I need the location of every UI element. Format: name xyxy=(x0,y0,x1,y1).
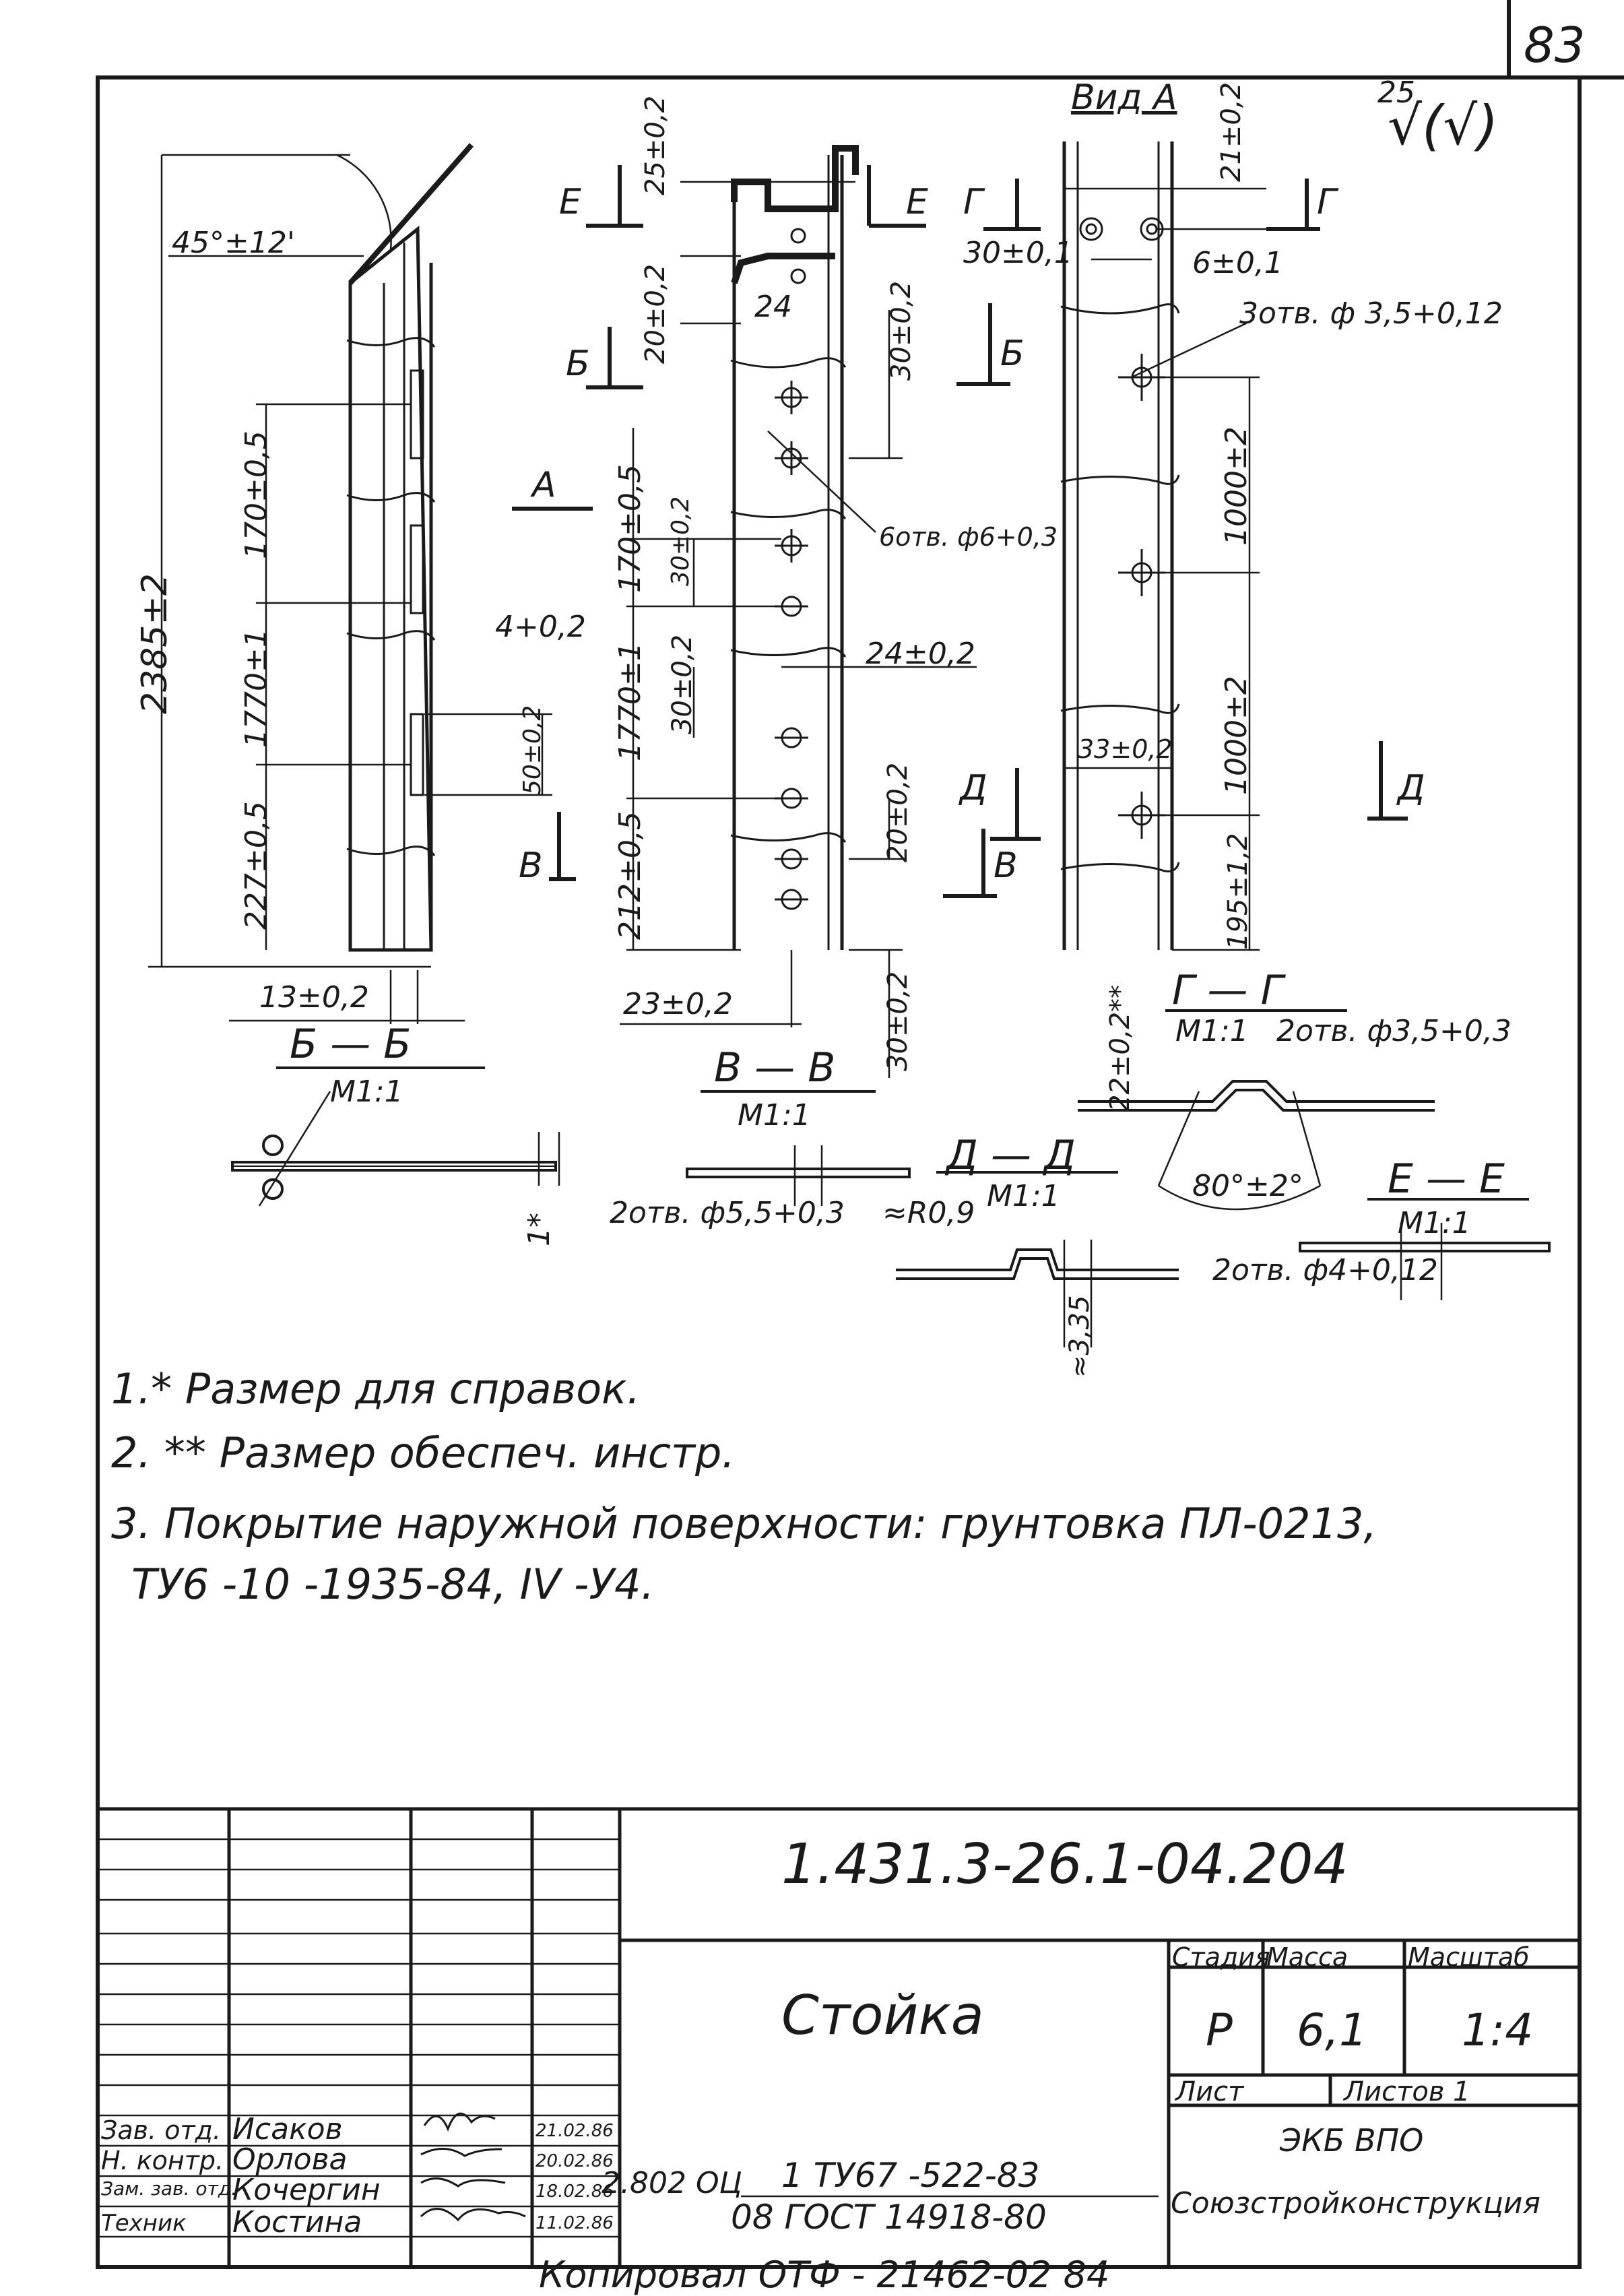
part-name: Стойка xyxy=(781,1984,984,2047)
scale-header: Масштаб xyxy=(1408,1942,1530,1972)
dim-1000-b: 1000±2 xyxy=(1219,676,1254,795)
section-mark-g-right: Г xyxy=(1317,182,1336,222)
note-3: 3. Покрытие наружной поверхности: грунто… xyxy=(111,1499,1377,1548)
name-4: Костина xyxy=(232,2205,362,2239)
section-bb-title: Б — Б xyxy=(290,1021,412,1068)
stage-header: Стадия xyxy=(1172,1942,1270,1972)
section-dd-title: Д — Д xyxy=(946,1132,1076,1179)
dim-30-d: 30±0,2 xyxy=(882,971,913,1071)
dim-20-2: 20±0,2 xyxy=(882,762,913,862)
sheets-label: Листов 1 xyxy=(1344,2076,1470,2107)
sheet-label: Лист xyxy=(1175,2076,1244,2107)
dim-33: 33±0,2 xyxy=(1078,734,1173,764)
dim-holes-3: 3отв. ф 3,5+0,12 xyxy=(1239,296,1503,331)
dim-6: 6±0,1 xyxy=(1192,246,1283,280)
dim-holes-2-e: 2отв. ф4+0,12 xyxy=(1212,1253,1438,1287)
scale-value: 1:4 xyxy=(1462,2004,1534,2056)
dim-212: 212±0,5 xyxy=(613,811,647,940)
dim-170-a: 170±0,5 xyxy=(239,430,273,559)
stage-value: Р xyxy=(1206,2004,1233,2056)
section-mark-e-left: Е xyxy=(559,182,581,222)
mass-value: 6,1 xyxy=(1297,2004,1367,2056)
dim-angle-80: 80°±2° xyxy=(1192,1169,1303,1203)
section-gg-scale: М1:1 xyxy=(1175,1014,1249,1048)
material-line-1: 1 ТУ67 -522-83 xyxy=(781,2156,1040,2195)
dim-30-a: 30±0,2 xyxy=(886,280,917,381)
view-a-title: Вид А xyxy=(1071,77,1177,118)
date-1: 21.02.86 xyxy=(535,2121,614,2141)
roughness-symbol: √(√) xyxy=(1388,94,1499,157)
dim-170-b: 170±0,5 xyxy=(613,464,647,593)
section-mark-b-left: Б xyxy=(566,344,590,384)
dim-holes-2-g: 2отв. ф3,5+0,3 xyxy=(1276,1014,1512,1048)
sheet-number: 83 xyxy=(1524,17,1586,73)
note-1: 1.* Размер для справок. xyxy=(111,1364,641,1413)
section-mark-g-left: Г xyxy=(963,182,983,222)
name-1: Исаков xyxy=(232,2112,343,2146)
section-mark-d-right: Д xyxy=(1398,768,1425,808)
date-4: 11.02.86 xyxy=(535,2213,614,2233)
role-1: Зав. отд. xyxy=(101,2115,221,2145)
dim-30-b: 30±0,2 xyxy=(667,496,694,586)
dim-23: 23±0,2 xyxy=(623,987,733,1021)
name-3: Кочергин xyxy=(232,2173,381,2207)
name-2: Орлова xyxy=(232,2142,348,2177)
dim-13: 13±0,2 xyxy=(259,980,369,1015)
section-bb-scale: М1:1 xyxy=(330,1075,403,1109)
section-dd-scale: М1:1 xyxy=(987,1179,1060,1213)
dim-24: 24 xyxy=(754,290,792,324)
role-4: Техник xyxy=(101,2210,187,2237)
date-2: 20.02.86 xyxy=(535,2151,614,2171)
roughness-value: 25 xyxy=(1377,75,1415,110)
dim-angle: 45°±12' xyxy=(172,226,295,260)
date-3: 18.02.86 xyxy=(535,2181,614,2202)
mass-header: Масса xyxy=(1266,1942,1349,1972)
dim-195: 195±1,2 xyxy=(1223,833,1254,950)
dim-25: 25±0,2 xyxy=(640,95,671,195)
org-line-1: ЭКБ ВПО xyxy=(1280,2122,1424,2159)
dim-r09: ≈R0,9 xyxy=(882,1196,975,1230)
section-mark-e-right: Е xyxy=(906,182,928,222)
section-ee-title: Е — Е xyxy=(1388,1155,1505,1203)
dim-24-2: 24±0,2 xyxy=(866,637,975,671)
dim-21: 21±0,2 xyxy=(1216,82,1247,182)
dim-22: 22±0,2** xyxy=(1105,984,1136,1112)
dim-1000-a: 1000±2 xyxy=(1219,426,1254,546)
dim-4: 4+0,2 xyxy=(495,610,586,644)
dim-335: ≈3,35 xyxy=(1064,1295,1095,1378)
material-line-2: 08 ГОСТ 14918-80 xyxy=(731,2198,1047,2237)
dim-50: 50±0,2 xyxy=(519,705,546,795)
section-mark-d-left: Д xyxy=(960,768,987,808)
dim-holes-2-v: 2отв. ф5,5+0,3 xyxy=(610,1196,845,1230)
dim-227: 227±0,5 xyxy=(239,801,273,930)
section-mark-v-left: В xyxy=(519,846,543,886)
section-mark-v-right: В xyxy=(994,846,1018,886)
dim-1770-a: 1770±1 xyxy=(239,629,273,748)
role-2: Н. контр. xyxy=(101,2146,224,2175)
dim-20: 20±0,2 xyxy=(640,263,671,364)
section-ee-scale: М1:1 xyxy=(1398,1206,1471,1240)
footer-copy: Копировал ОТФ - 21462-02 84 xyxy=(539,2254,1110,2296)
dim-holes-6: 6отв. ф6+0,3 xyxy=(879,522,1058,552)
note-2: 2. ** Размер обеспеч. инстр. xyxy=(111,1428,736,1477)
drawing-designation: 1.431.3-26.1-04.204 xyxy=(781,1832,1349,1896)
section-vv-scale: М1:1 xyxy=(738,1098,811,1133)
arrow-a-label: А xyxy=(532,465,556,505)
note-3-cont: ТУ6 -10 -1935-84, IV -У4. xyxy=(131,1560,655,1609)
role-3: Зам. зав. отд. xyxy=(101,2177,238,2200)
section-mark-b-right: Б xyxy=(1000,333,1025,374)
dim-ref-1: 1* xyxy=(522,1213,556,1246)
section-vv-title: В — В xyxy=(714,1044,836,1091)
signatures xyxy=(420,2112,526,2222)
section-gg-title: Г — Г xyxy=(1172,967,1283,1014)
dim-30-e: 30±0,1 xyxy=(963,236,1073,270)
dim-30-c: 30±0,2 xyxy=(667,634,698,734)
org-line-2: Союзстройконструкция xyxy=(1171,2186,1540,2221)
material-code: 2.802 ОЦ xyxy=(602,2166,742,2200)
dim-overall-length: 2385±2 xyxy=(135,573,175,714)
dim-1770-b: 1770±1 xyxy=(613,642,647,761)
